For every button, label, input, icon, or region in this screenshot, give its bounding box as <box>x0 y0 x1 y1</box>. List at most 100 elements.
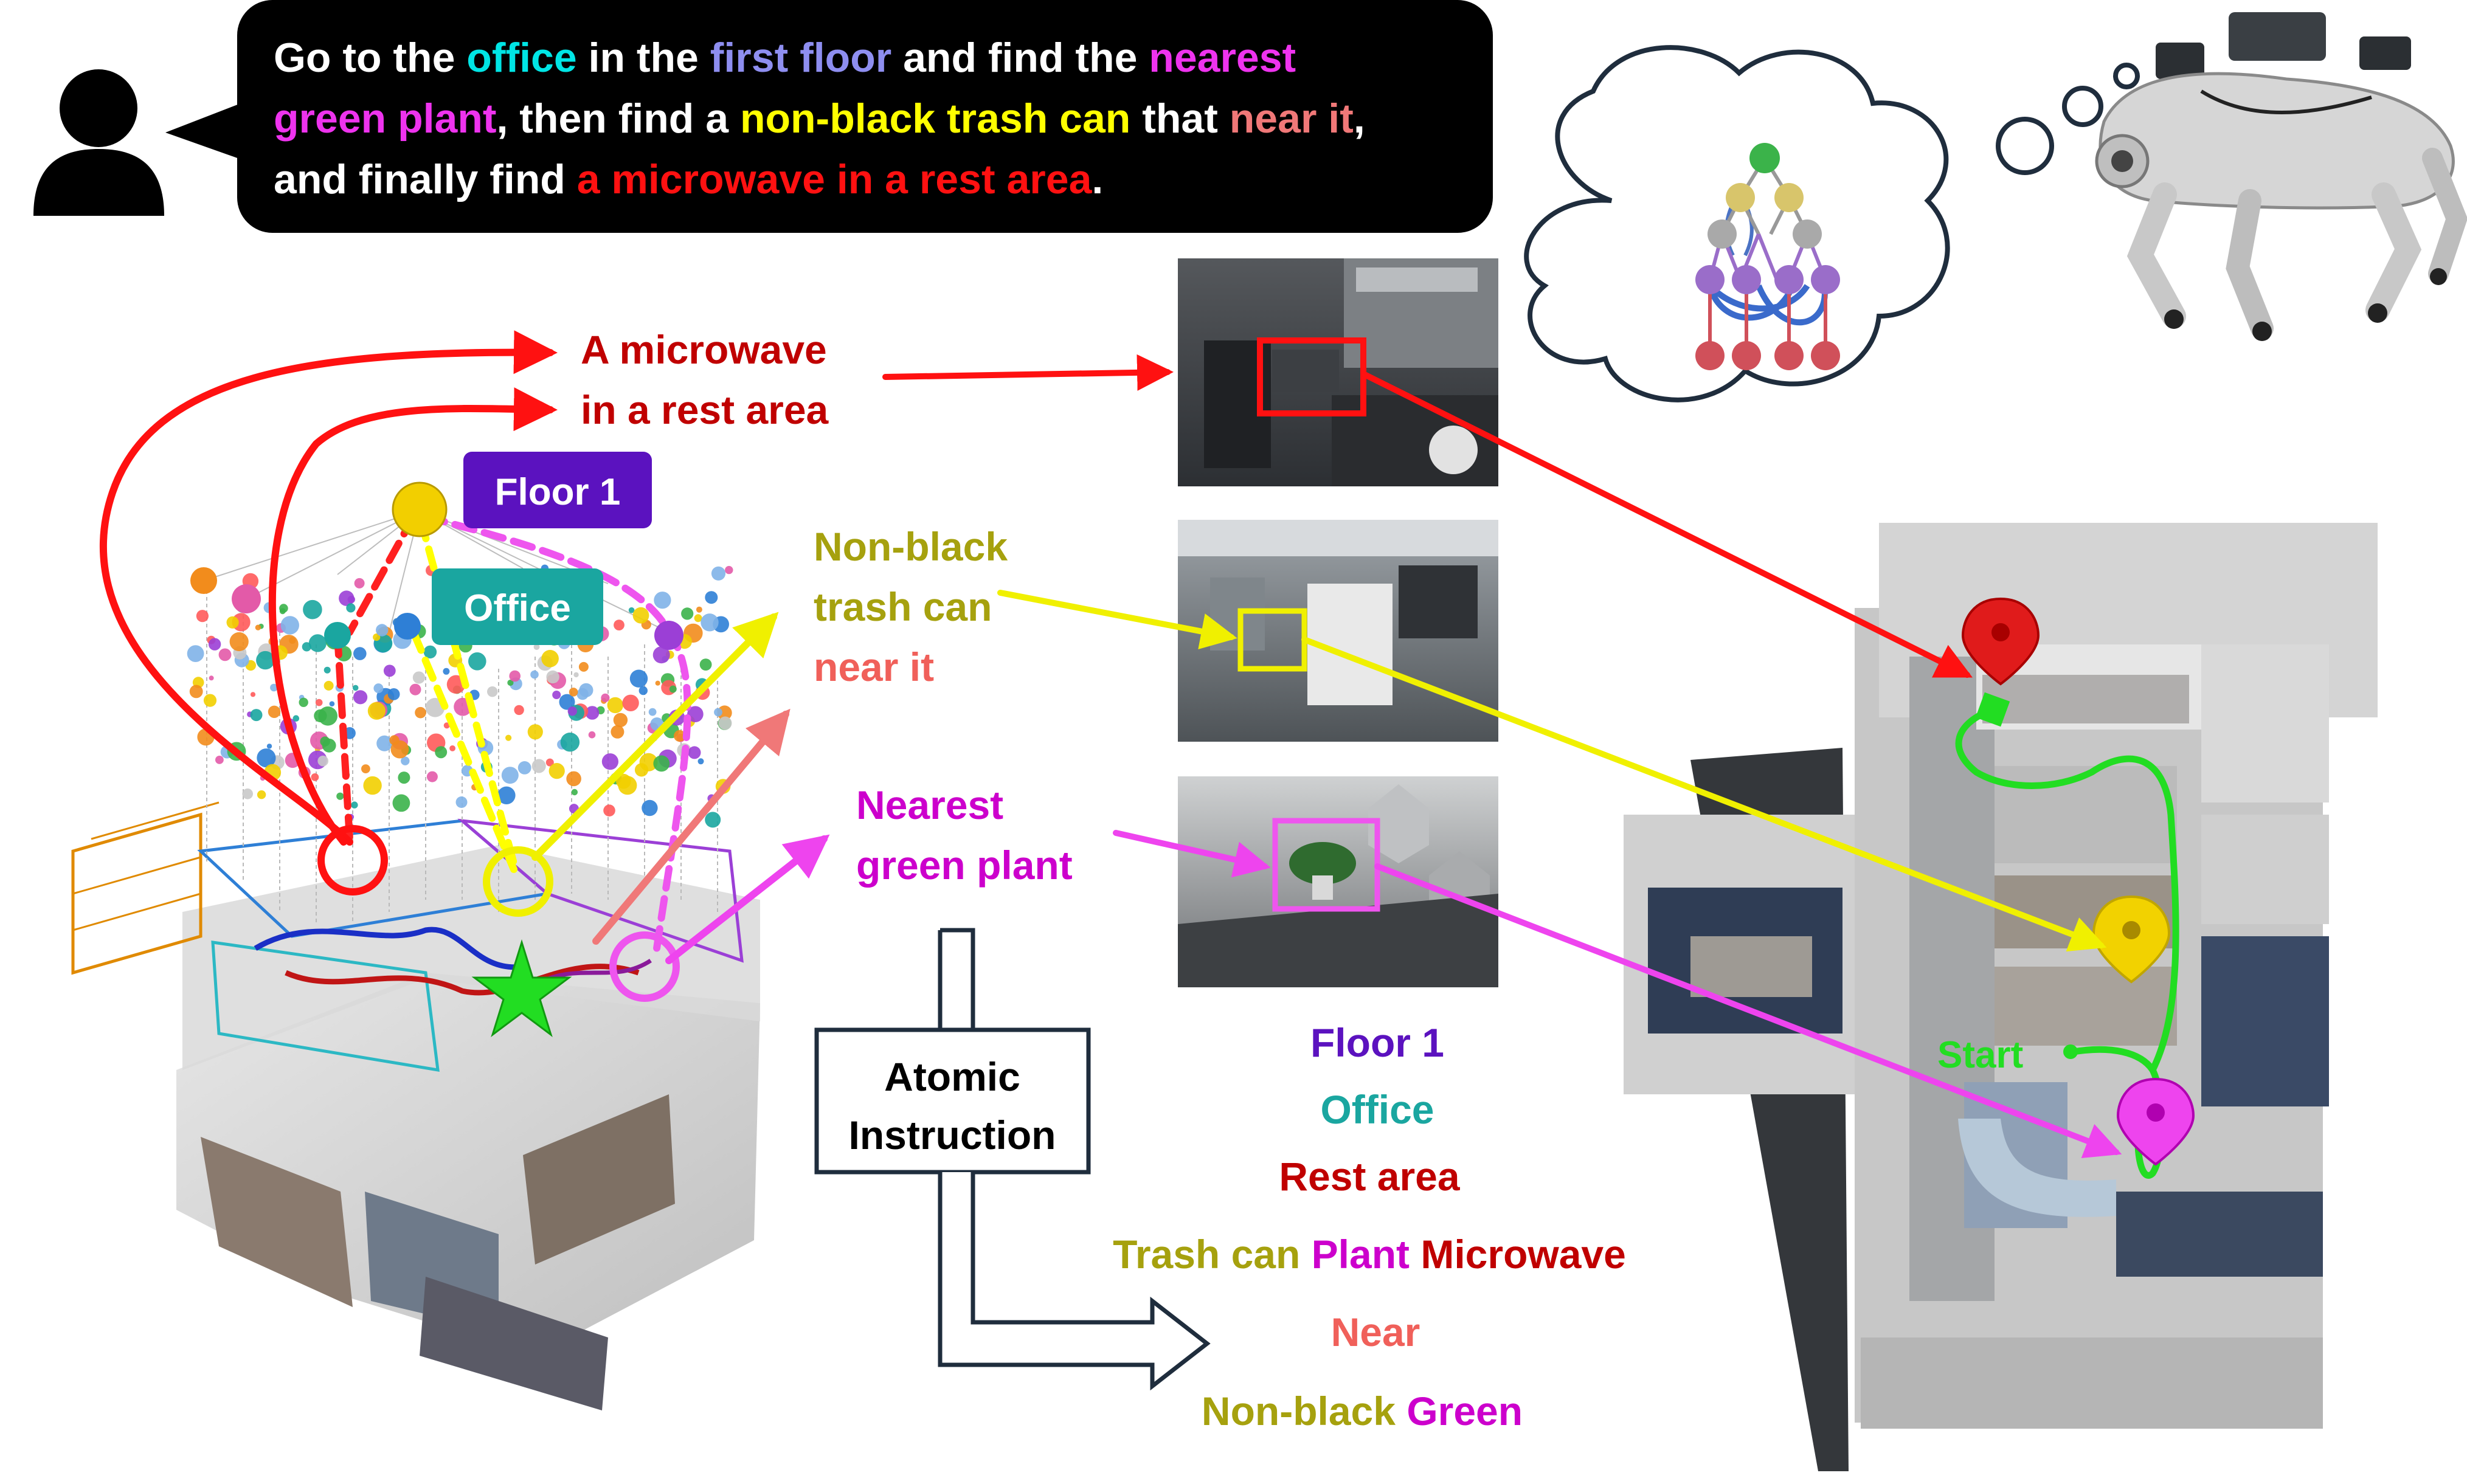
label-trash-1: Non-black <box>814 524 1008 569</box>
scene-node <box>336 792 344 800</box>
scene-node <box>468 652 486 671</box>
scene-node <box>367 702 386 720</box>
arrow-trashcan <box>531 612 779 861</box>
scene-node <box>545 758 554 767</box>
photo-microwave <box>1178 258 1498 486</box>
scene-node <box>353 690 368 705</box>
scene-node <box>569 688 578 697</box>
scene-node <box>187 645 204 662</box>
scene-node <box>401 756 410 765</box>
scene-node <box>292 715 300 722</box>
atomic-office: Office <box>1320 1087 1434 1132</box>
scene-node <box>725 565 733 575</box>
scene-node <box>634 763 649 777</box>
scene-node <box>509 670 521 682</box>
speech-bubble <box>165 0 1493 233</box>
scene-node <box>573 672 579 678</box>
scene-node <box>257 790 266 799</box>
scene-node <box>578 661 589 672</box>
scene-node <box>250 709 263 722</box>
scene-node <box>648 708 657 716</box>
scene-node <box>311 773 319 781</box>
scene-node <box>507 679 514 686</box>
scene-node <box>208 638 221 651</box>
scene-node <box>354 578 365 588</box>
scene-node <box>628 607 635 613</box>
scene-node <box>505 734 512 741</box>
scene-node <box>226 616 239 629</box>
scene-node <box>242 789 254 799</box>
scene-node <box>347 595 355 604</box>
scene-node <box>308 634 327 652</box>
scene-node <box>531 759 546 773</box>
atomic-near: Near <box>1331 1310 1420 1355</box>
thought-bubble-icon <box>1524 45 2140 402</box>
scene-node <box>497 786 516 805</box>
scene-node <box>607 697 623 714</box>
trashcan-marker <box>483 846 553 917</box>
arrow-trash-to-map <box>1301 637 2107 952</box>
scene-node <box>567 706 577 716</box>
scene-node <box>318 706 337 726</box>
scene-node <box>697 758 704 765</box>
scene-node <box>588 731 596 739</box>
scene-node <box>718 716 732 730</box>
photo-plant <box>1178 776 1498 987</box>
map-pin-icon <box>1961 597 2040 686</box>
arrow-microwave-to-map <box>1360 371 1973 678</box>
instruction-line-3: and finally find a microwave in a rest a… <box>274 156 1103 202</box>
scene-node <box>601 753 619 770</box>
scene-node <box>351 801 358 809</box>
atomic-floor: Floor 1 <box>1310 1020 1444 1065</box>
scene-node <box>229 632 249 652</box>
scene-node <box>642 799 658 816</box>
scene-node <box>392 794 410 812</box>
scene-node <box>560 733 580 752</box>
scene-3d-pointcloud <box>71 481 760 1410</box>
scene-node <box>514 705 524 716</box>
scene-node <box>270 683 278 692</box>
scene-node <box>320 736 330 747</box>
scene-node <box>674 730 686 742</box>
arrow-plant-to-map <box>1374 863 2122 1158</box>
photo-trashcan <box>1178 520 1498 742</box>
label-trash-3: near it <box>814 644 934 689</box>
scene-node <box>329 701 335 706</box>
scene-node <box>527 724 543 740</box>
scene-node <box>530 670 539 679</box>
scene-node <box>669 685 677 693</box>
atomic-instruction-box: Atomic Instruction <box>814 1027 1091 1175</box>
arrow-trash-label-to-photo <box>997 590 1237 650</box>
scene-node <box>279 604 288 613</box>
robot-dog <box>2095 12 2467 341</box>
map-pin-icon <box>2116 1077 2195 1166</box>
scene-node <box>373 683 384 694</box>
scene-node <box>455 796 468 808</box>
scene-node <box>566 771 581 787</box>
arrow-near <box>592 708 791 945</box>
scene-graph-icon <box>1695 143 1840 370</box>
scene-node <box>346 603 356 613</box>
scene-node <box>652 646 670 664</box>
scene-node <box>694 614 702 623</box>
scene-node <box>603 804 615 816</box>
scene-node <box>257 748 276 768</box>
scene-node <box>601 693 610 702</box>
start-label: Start <box>1937 1034 2023 1076</box>
scene-node <box>361 764 370 773</box>
plant-marker <box>609 931 680 1002</box>
scene-node <box>629 669 648 688</box>
scene-node <box>638 686 648 695</box>
scene-node <box>548 763 565 779</box>
scene-node <box>218 648 232 661</box>
scene-node <box>699 658 712 671</box>
scene-node <box>315 699 323 706</box>
svg-text:Atomic: Atomic <box>884 1054 1020 1099</box>
scene-node <box>613 713 628 728</box>
arrow-label-to-photo <box>882 354 1174 391</box>
scene-node <box>324 666 331 674</box>
scene-node <box>256 651 275 670</box>
scene-node <box>714 708 722 717</box>
scene-node <box>266 744 272 749</box>
